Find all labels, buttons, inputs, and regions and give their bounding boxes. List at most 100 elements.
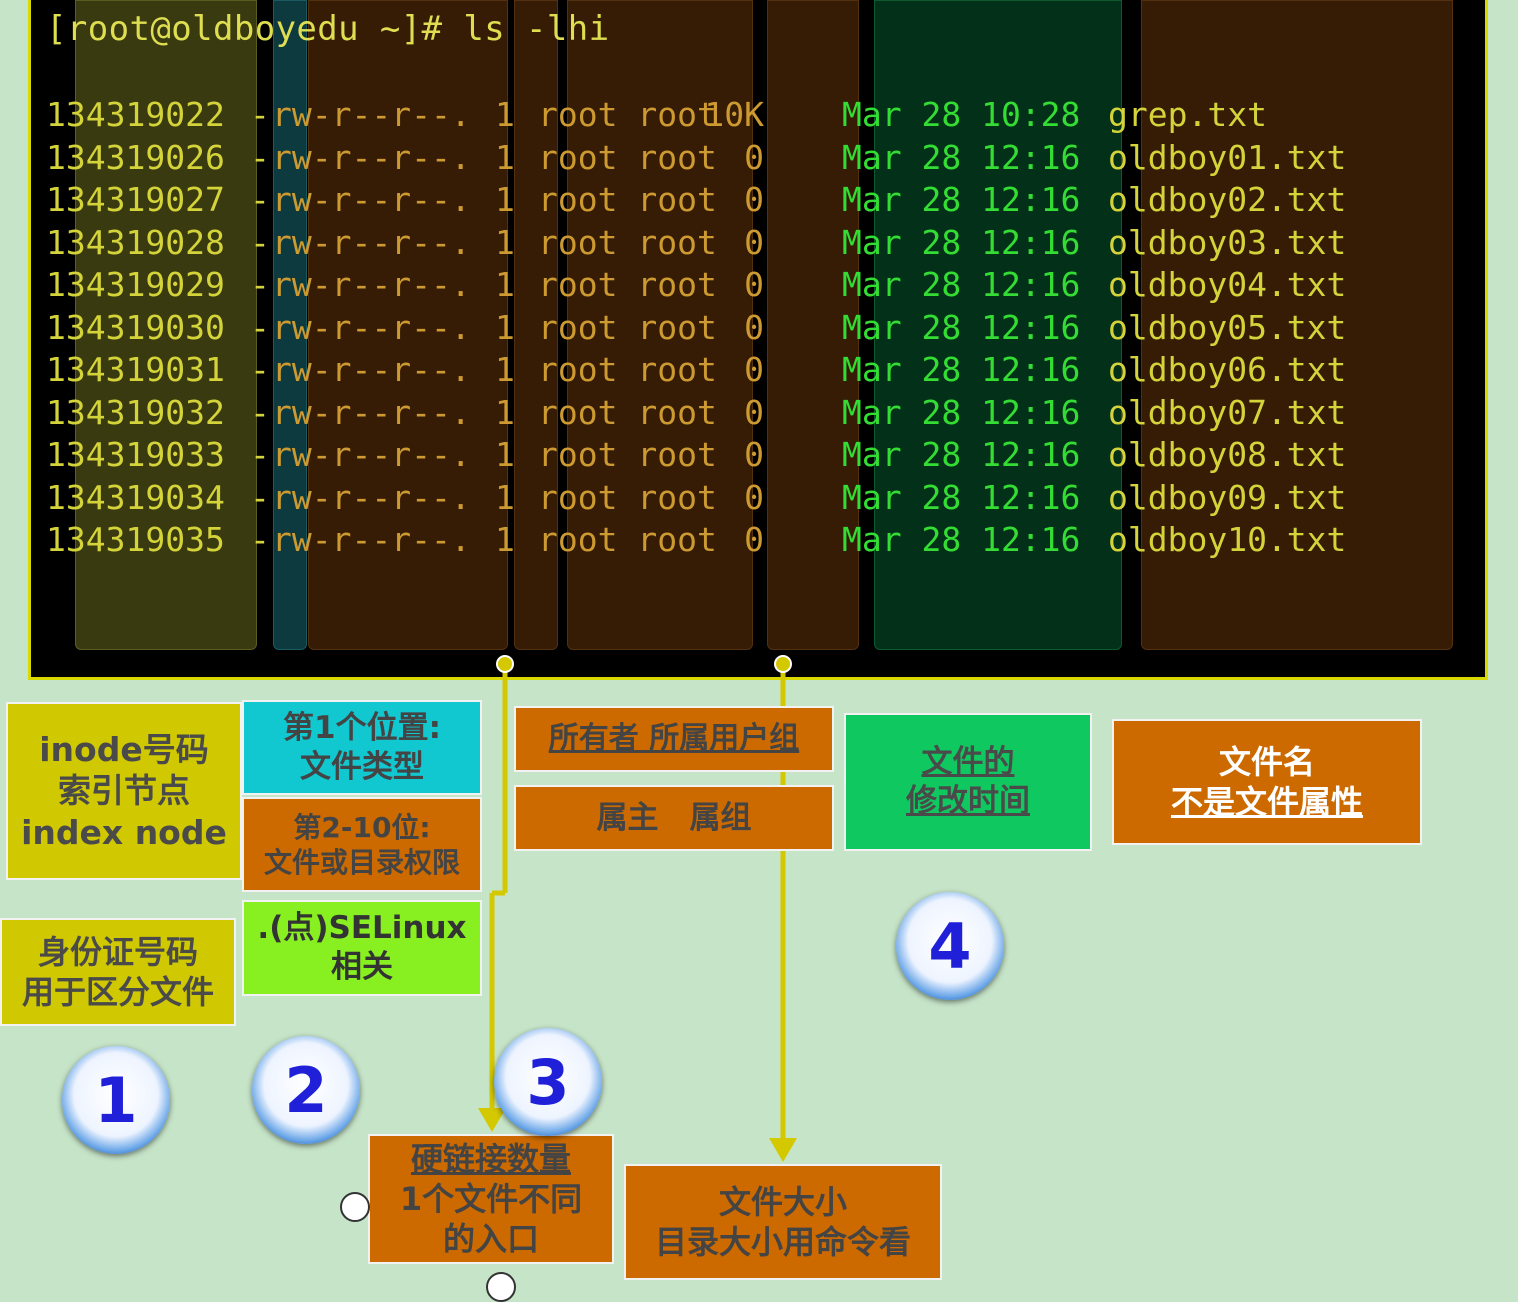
arrow-head-links [478, 1108, 506, 1132]
ls-cell-size: 0 [744, 222, 764, 262]
ls-cell-size: 0 [744, 307, 764, 347]
ls-cell-links: 1 [495, 350, 515, 389]
ls-cell-perm: rw-r--r--. [272, 307, 471, 347]
connector-dot-links [496, 655, 514, 673]
filename-label-line1: 文件名 [1218, 743, 1315, 781]
owner-column-highlight [567, 0, 753, 650]
ls-cell-owner: root root [538, 435, 717, 474]
permission-label-box: 第2-10位: 文件或目录权限 [242, 797, 482, 892]
ls-cell-links: 1 [495, 307, 515, 347]
hardlink-label-line2: 1个文件不同 [399, 1180, 583, 1218]
permission-column-highlight [308, 0, 508, 650]
ls-cell-type: - [250, 95, 270, 134]
inode-column-highlight [75, 0, 257, 650]
ls-cell-perm: rw-r--r--. [272, 435, 471, 474]
size-column-highlight [767, 0, 859, 650]
ls-cell-size: 0 [744, 520, 764, 559]
ls-cell-size: 0 [744, 137, 764, 177]
resize-handle-left[interactable] [340, 1192, 370, 1222]
ls-cell-time: Mar 28 12:16 [842, 137, 1081, 177]
ls-cell-time: Mar 28 12:16 [842, 435, 1081, 474]
ls-cell-name: oldboy10.txt [1108, 520, 1347, 559]
selinux-label-box: .(点)SELinux 相关 [242, 900, 482, 996]
terminal-window [28, 0, 1488, 680]
ls-cell-name: oldboy06.txt [1108, 350, 1347, 389]
ls-cell-name: oldboy02.txt [1108, 180, 1347, 219]
ls-cell-perm: rw-r--r--. [272, 95, 471, 134]
ls-cell-owner: root root [538, 520, 717, 559]
ls-cell-inode: 134319027 [46, 180, 225, 219]
badge-1: 1 [62, 1046, 170, 1154]
ls-cell-type: - [250, 350, 270, 389]
ls-cell-owner: root root [538, 350, 717, 389]
resize-handle-bottom[interactable] [486, 1272, 516, 1302]
ls-cell-inode: 134319032 [46, 392, 225, 432]
badge-4: 4 [896, 892, 1004, 1000]
owner-group-label: 所有者 所属用户组 [548, 721, 800, 757]
ls-cell-type: - [250, 180, 270, 219]
ls-cell-inode: 134319029 [46, 265, 225, 304]
ls-cell-name: oldboy07.txt [1108, 392, 1347, 432]
ls-cell-perm: rw-r--r--. [272, 180, 471, 219]
filesize-label-line1: 文件大小 [718, 1183, 847, 1221]
hardlink-label-line1: 硬链接数量 [410, 1140, 571, 1178]
ls-cell-perm: rw-r--r--. [272, 520, 471, 559]
mtime-label-box: 文件的 修改时间 [844, 713, 1092, 851]
ls-cell-links: 1 [495, 435, 515, 474]
ls-cell-links: 1 [495, 392, 515, 432]
file-type-label-line2: 文件类型 [300, 748, 424, 785]
ls-cell-name: oldboy05.txt [1108, 307, 1347, 347]
ls-cell-owner: root root [538, 265, 717, 304]
ls-cell-owner: root root [538, 95, 717, 134]
ls-cell-owner: root root [538, 222, 717, 262]
ls-cell-size: 10K [704, 95, 764, 134]
ls-cell-name: oldboy01.txt [1108, 137, 1347, 177]
ls-cell-links: 1 [495, 222, 515, 262]
ls-cell-owner: root root [538, 307, 717, 347]
permission-label-line2: 文件或目录权限 [263, 845, 460, 879]
ls-cell-name: oldboy09.txt [1108, 477, 1347, 517]
ls-cell-time: Mar 28 12:16 [842, 392, 1081, 432]
ls-cell-owner: root root [538, 137, 717, 177]
mtime-label-line2: 修改时间 [906, 783, 1030, 819]
ls-cell-inode: 134319026 [46, 137, 225, 177]
ls-cell-owner: root root [538, 180, 717, 219]
ls-cell-name: oldboy04.txt [1108, 265, 1347, 304]
ls-cell-type: - [250, 520, 270, 559]
ls-cell-size: 0 [744, 477, 764, 517]
ls-cell-links: 1 [495, 265, 515, 304]
ls-cell-time: Mar 28 12:16 [842, 265, 1081, 304]
ls-cell-inode: 134319022 [46, 95, 225, 134]
inode-label-line2: 索引节点 [58, 771, 190, 811]
ls-cell-links: 1 [495, 95, 515, 134]
idcard-label-line1: 身份证号码 [37, 933, 198, 971]
file-type-label-box: 第1个位置: 文件类型 [242, 700, 482, 795]
ls-cell-time: Mar 28 10:28 [842, 95, 1081, 134]
idcard-label-box: 身份证号码 用于区分文件 [0, 918, 236, 1026]
badge-2: 2 [252, 1036, 360, 1144]
ls-cell-size: 0 [744, 392, 764, 432]
file-type-label-line1: 第1个位置: [283, 709, 441, 746]
ls-cell-time: Mar 28 12:16 [842, 180, 1081, 219]
ls-cell-inode: 134319033 [46, 435, 225, 474]
ls-cell-time: Mar 28 12:16 [842, 350, 1081, 389]
ls-cell-owner: root root [538, 392, 717, 432]
ls-cell-perm: rw-r--r--. [272, 350, 471, 389]
ls-cell-perm: rw-r--r--. [272, 477, 471, 517]
ls-cell-time: Mar 28 12:16 [842, 222, 1081, 262]
ls-cell-links: 1 [495, 477, 515, 517]
ls-cell-time: Mar 28 12:16 [842, 307, 1081, 347]
inode-label-line1: inode号码 [39, 730, 209, 770]
ls-cell-type: - [250, 435, 270, 474]
hardlink-label-box: 硬链接数量 1个文件不同 的入口 [368, 1134, 614, 1264]
ls-cell-inode: 134319031 [46, 350, 225, 389]
